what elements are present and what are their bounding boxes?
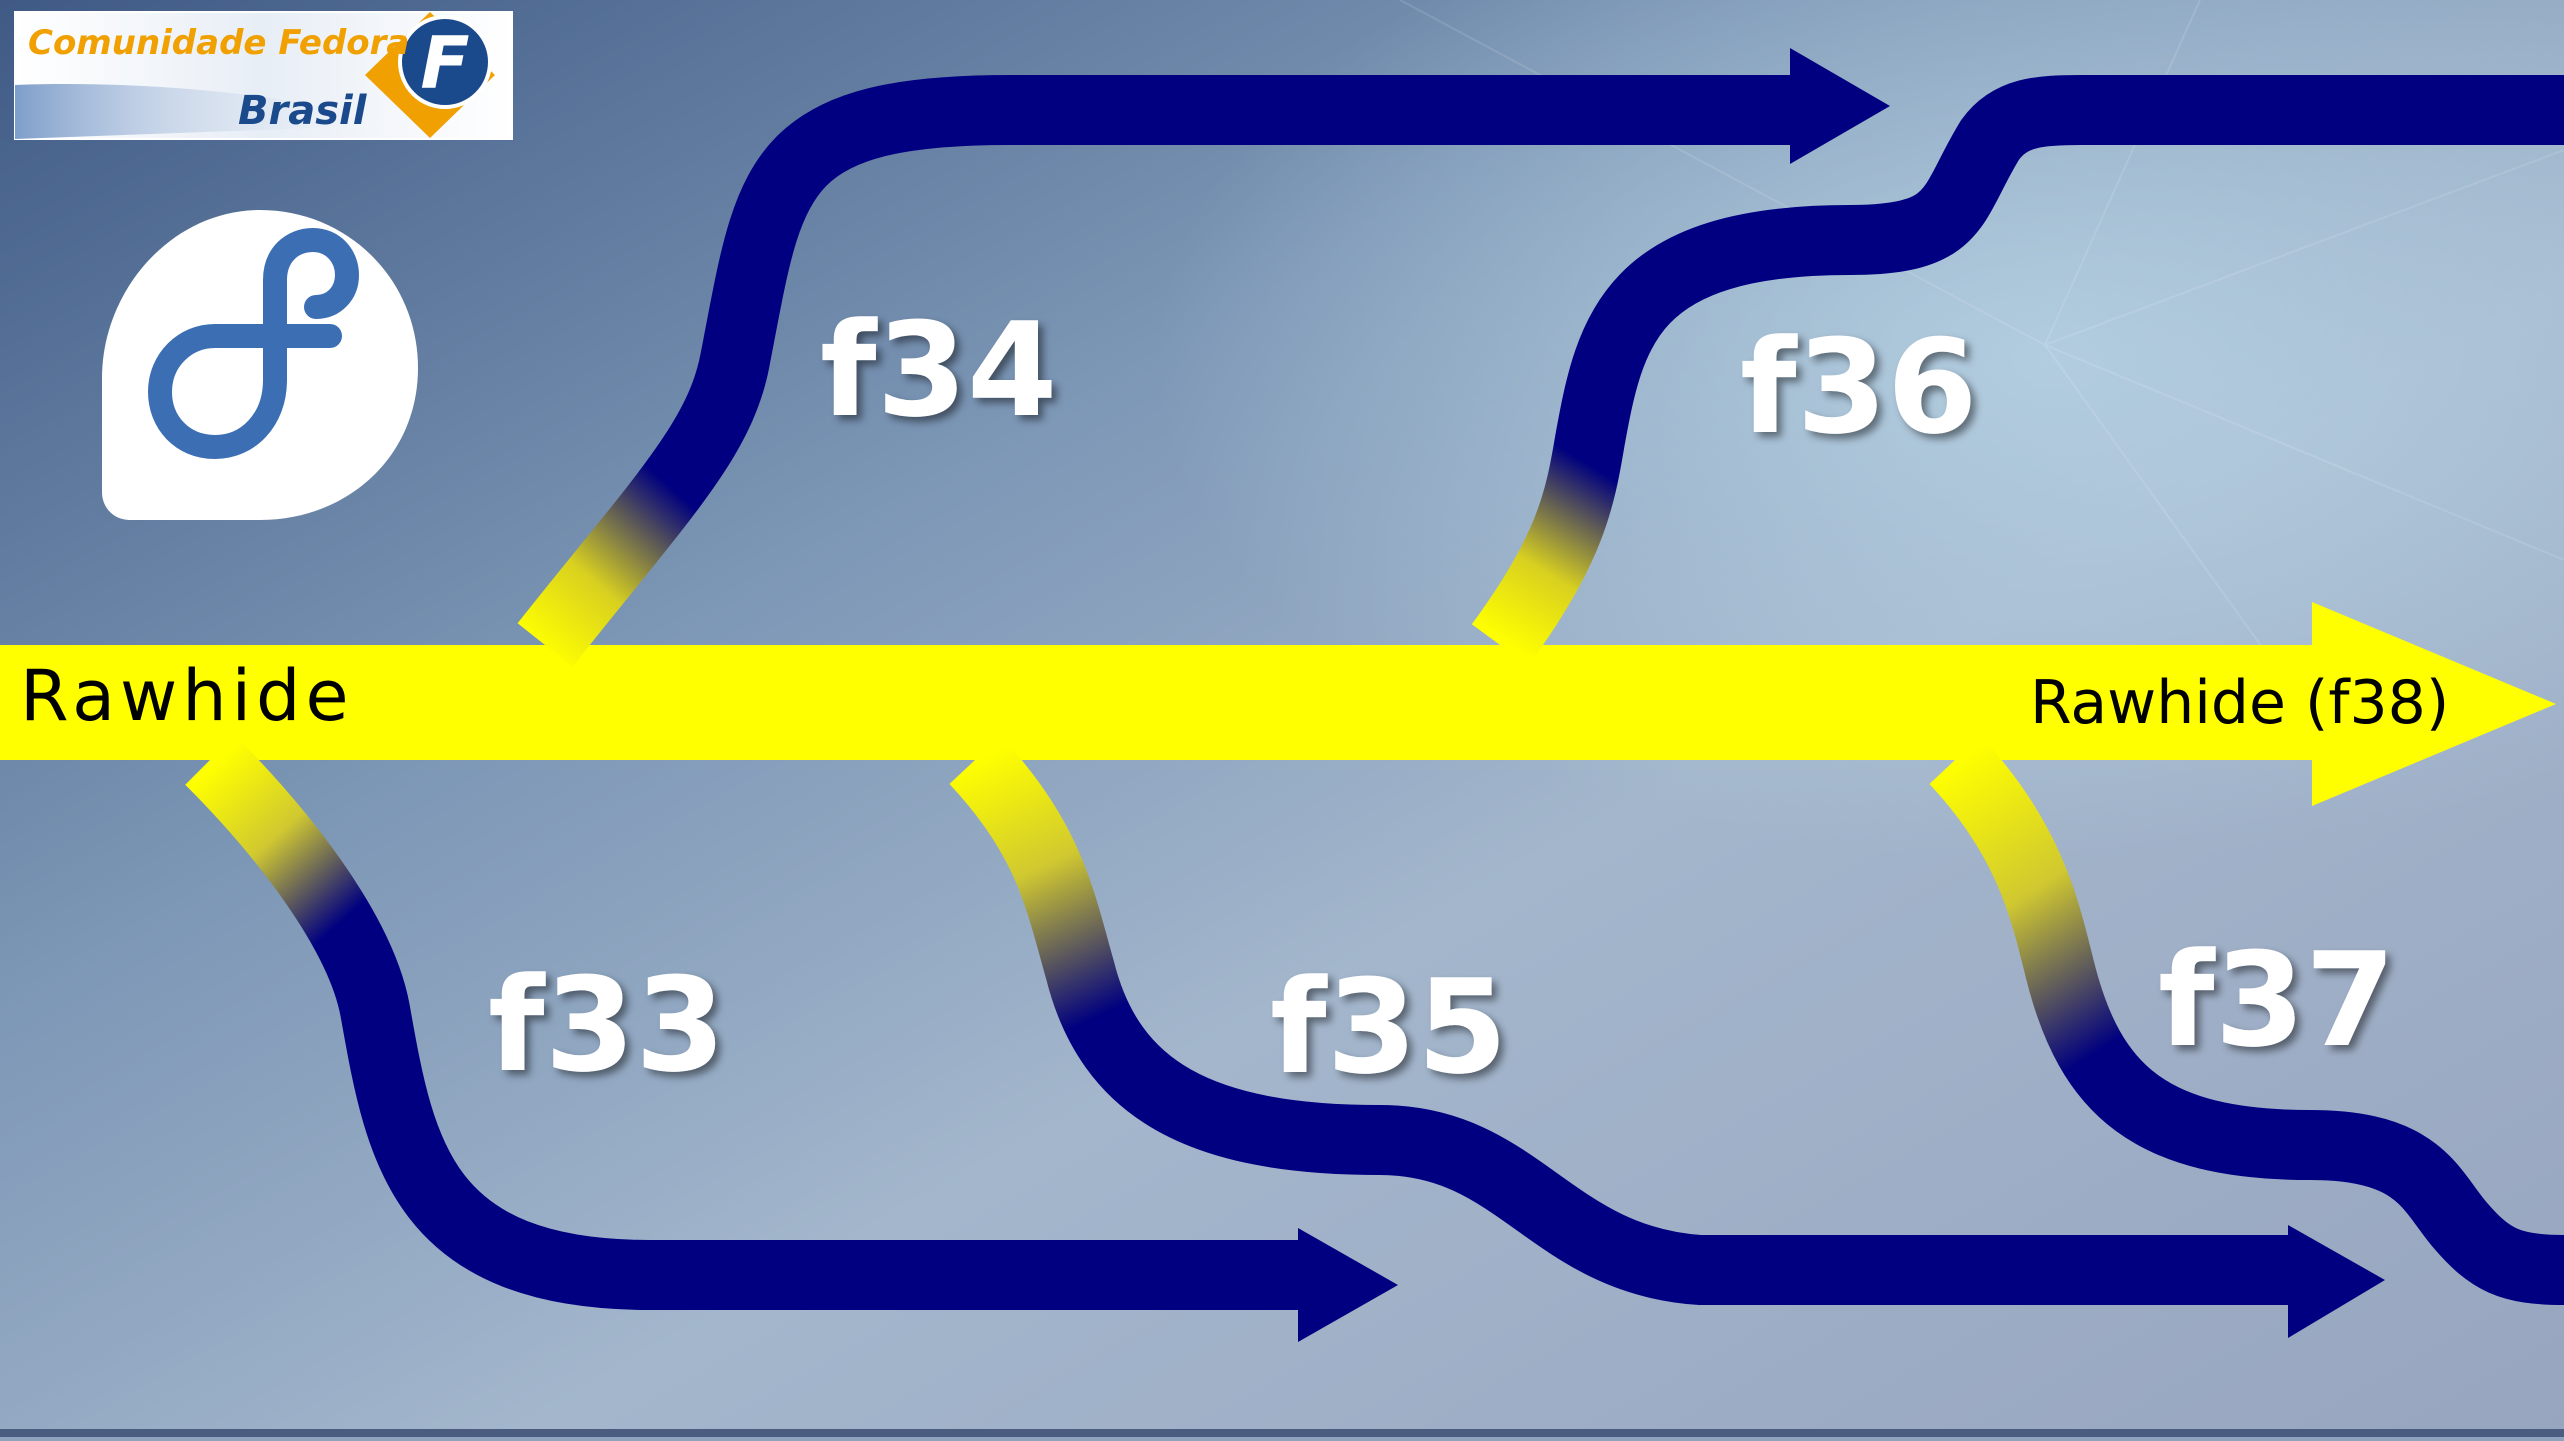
branch-f34-arrowhead [1790,48,1890,164]
bottom-border [0,1429,2564,1437]
background-rays [1399,0,2564,701]
community-badge: F Comunidade Fedora Brasil [14,11,513,140]
branch-f35-arrowhead [2288,1225,2385,1338]
rawhide-f38-label: Rawhide (f38) [2030,668,2449,738]
badge-f-circle-icon [398,15,492,109]
rawhide-trunk-arrow [0,602,2556,806]
branch-f34-path [517,75,1800,667]
branch-f35-path [949,736,2290,1305]
branch-f33-label: f33 [488,949,725,1101]
branch-f37-path [1929,736,2564,1305]
branch-f33-path [185,735,1300,1310]
badge-line2: Brasil [238,88,368,134]
badge-line1: Comunidade Fedora [28,23,409,63]
branch-f36-label: f36 [1740,311,1977,463]
branch-f36-path [1471,75,2564,666]
branch-f34-label: f34 [820,294,1057,446]
rawhide-label: Rawhide [20,655,354,737]
branch-f33-arrowhead [1298,1228,1398,1342]
branch-f37-label: f37 [2158,924,2395,1076]
branch-f35-label: f35 [1270,951,1507,1103]
fedora-logo-icon [102,210,418,520]
badge-f-letter: F [420,21,469,105]
